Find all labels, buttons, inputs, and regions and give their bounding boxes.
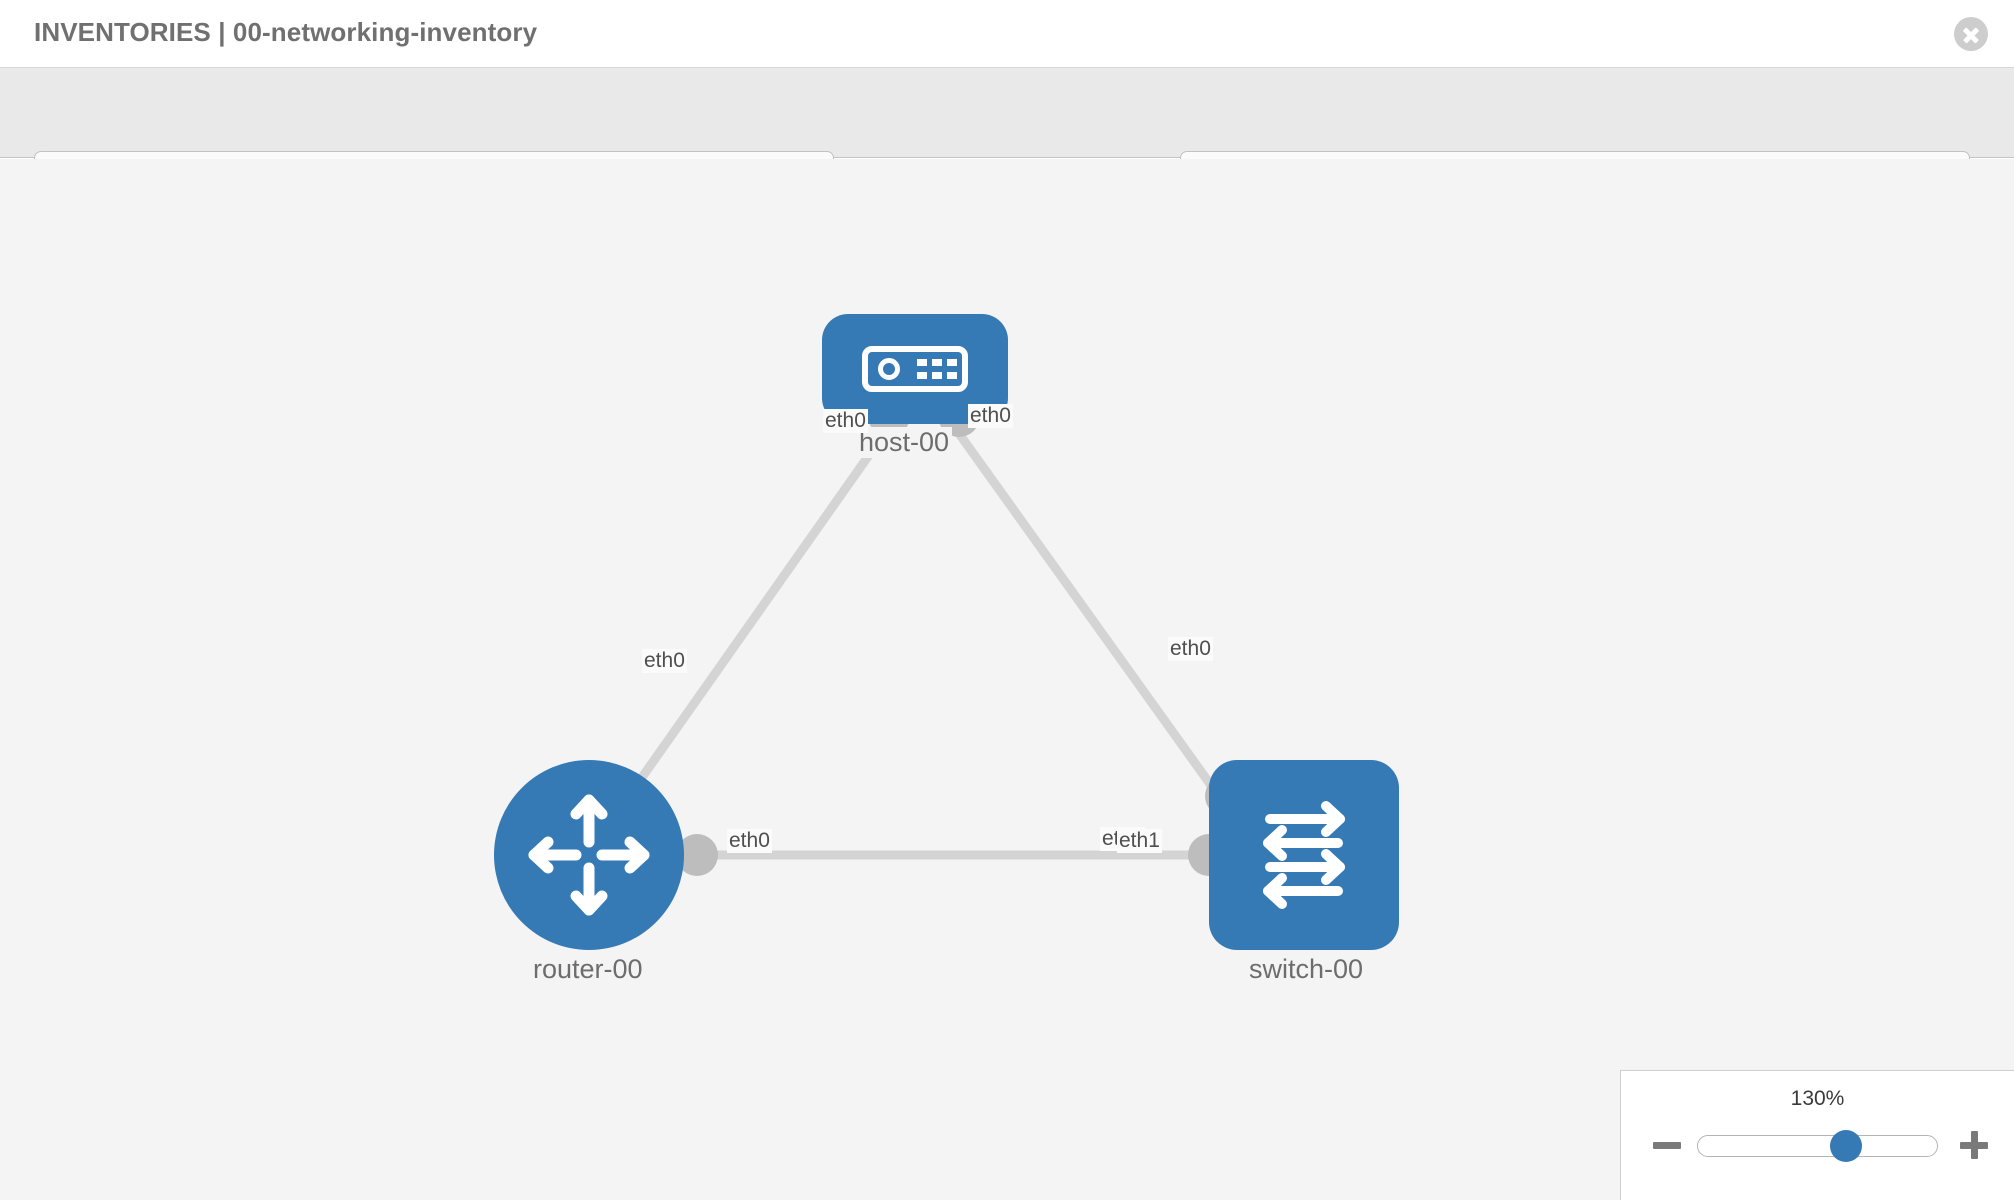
toolbar: ACTIONS SEARCH bbox=[0, 68, 2014, 203]
interface-label-host-right: eth0 bbox=[968, 404, 1013, 428]
zoom-slider-track[interactable] bbox=[1697, 1130, 1938, 1162]
node-label-switch-00: switch-00 bbox=[1246, 954, 1367, 985]
server-icon-glyph bbox=[862, 346, 968, 392]
router-icon-glyph bbox=[528, 794, 650, 916]
node-label-router-00: router-00 bbox=[530, 954, 646, 985]
switch-icon[interactable] bbox=[1209, 760, 1399, 950]
node-label-host-00: host-00 bbox=[856, 427, 953, 458]
close-icon[interactable] bbox=[1954, 17, 1988, 51]
interface-label-switch-up: eth0 bbox=[1168, 637, 1213, 661]
zoom-slider-row bbox=[1621, 1125, 2014, 1169]
topology-canvas[interactable]: host-00 router-00 bbox=[0, 159, 2014, 1200]
zoom-control-panel: 130% bbox=[1620, 1070, 2014, 1200]
switch-icon-glyph bbox=[1263, 801, 1345, 909]
page-header: INVENTORIES | 00-networking-inventory bbox=[0, 0, 2014, 68]
zoom-level-label: 130% bbox=[1790, 1087, 1845, 1110]
topology-links bbox=[596, 418, 1252, 860]
topology-graph: host-00 router-00 bbox=[0, 159, 2014, 1200]
page-title: INVENTORIES | 00-networking-inventory bbox=[34, 17, 538, 47]
link-host-switch bbox=[946, 418, 1252, 840]
zoom-in-button[interactable] bbox=[1956, 1127, 1992, 1163]
link-host-router bbox=[596, 418, 897, 840]
router-icon[interactable] bbox=[494, 760, 684, 950]
interface-label-switch-left: eth1 bbox=[1117, 829, 1162, 853]
interface-label-host-left: eth0 bbox=[823, 409, 868, 433]
zoom-out-button[interactable] bbox=[1649, 1127, 1685, 1163]
interface-label-router-up: eth0 bbox=[642, 649, 687, 673]
interface-label-router-right: eth0 bbox=[727, 829, 772, 853]
zoom-slider-thumb[interactable] bbox=[1830, 1130, 1863, 1162]
